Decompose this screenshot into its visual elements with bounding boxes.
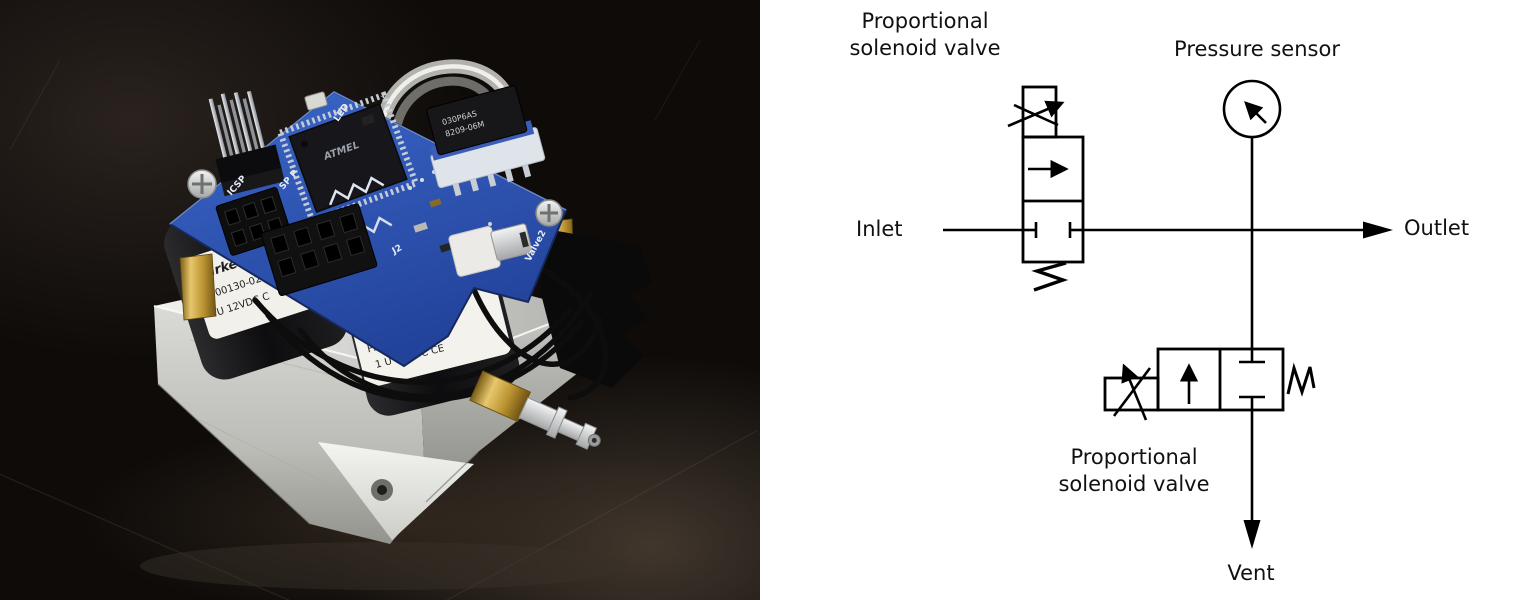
hose-barb-fitting xyxy=(469,370,601,450)
tactile-button xyxy=(304,91,328,111)
wire-loom xyxy=(540,230,652,388)
valve-body xyxy=(1021,135,1085,264)
vent-label: Vent xyxy=(1227,561,1275,585)
bench-scratch xyxy=(654,39,701,121)
icsp-header-pins xyxy=(208,90,285,197)
manifold-mounting-ear xyxy=(318,442,474,540)
solenoid-slash xyxy=(1112,367,1152,417)
pressure-sensor-module: 030P6AS 8209-06M xyxy=(426,85,546,197)
vent-arrowhead xyxy=(1243,520,1261,549)
chip-pins xyxy=(276,91,420,225)
icsp-base xyxy=(215,144,282,185)
passive-component xyxy=(361,114,375,126)
bench-reflection xyxy=(140,542,630,590)
silkscreen-zigzag xyxy=(328,176,385,206)
upper-valve-label-line2: solenoid valve xyxy=(849,36,1001,60)
spring-symbol xyxy=(1031,261,1069,292)
lower-valve-label-line2: solenoid valve xyxy=(1058,472,1210,496)
lower-valve-symbol xyxy=(1103,347,1316,421)
micro-usb-connector xyxy=(448,223,533,277)
pressure-sensor-label: Pressure sensor xyxy=(1174,37,1340,61)
lower-valve-label-line1: Proportional xyxy=(1070,445,1198,469)
silkscreen-j2: J2 xyxy=(390,243,404,257)
hookup-wires xyxy=(252,267,609,403)
pcb-screw-right xyxy=(535,199,563,227)
outlet-label: Outlet xyxy=(1404,216,1470,240)
header-socket-large xyxy=(260,203,378,297)
microcontroller-chip: ATMEL xyxy=(276,91,420,225)
proportional-arrow xyxy=(1121,363,1148,421)
solenoid-slash xyxy=(1013,103,1059,127)
spring-symbol xyxy=(1286,362,1316,397)
outlet-arrowhead xyxy=(1363,221,1393,239)
brass-standoff xyxy=(179,253,217,321)
gauge-needle xyxy=(1244,101,1267,124)
upper-valve-symbol xyxy=(1007,85,1085,292)
pneumatic-schematic-panel xyxy=(760,0,1521,600)
pressure-sensor-symbol xyxy=(1222,79,1282,230)
bench-scratch xyxy=(446,429,759,600)
bench-scratch xyxy=(0,473,291,600)
upper-valve-label: Proportional solenoid valve xyxy=(849,8,1000,62)
fitting-bore xyxy=(591,437,597,443)
lower-valve-label: Proportional solenoid valve xyxy=(1058,444,1209,498)
bench-scratch xyxy=(9,59,61,151)
upper-valve-label-line1: Proportional xyxy=(861,9,989,33)
pcb-screw-left xyxy=(187,169,217,199)
inlet-label: Inlet xyxy=(856,217,903,241)
